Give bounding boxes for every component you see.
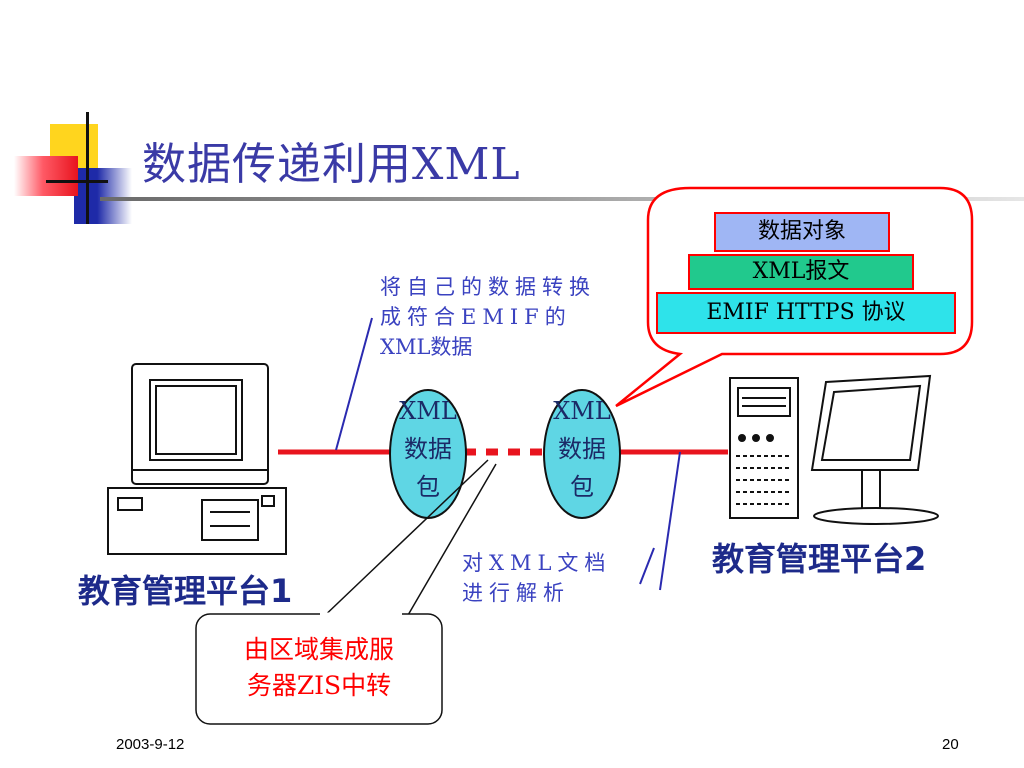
packet-right-label: XML 数据 包 [547, 392, 617, 506]
footer-page-number: 20 [942, 736, 959, 753]
zis-callout-line1: 由区域集成服 [243, 635, 394, 664]
convert-leader-line [335, 317, 373, 451]
title-underline [100, 197, 1024, 201]
convert-note-line2: 成符合EMIF的 [380, 305, 572, 329]
parse-note-line1: 对XML文档 [462, 551, 612, 575]
stack-layer-data-object: 数据对象 [714, 212, 890, 252]
parse-note-line2: 进行解析 [462, 581, 570, 605]
left-platform-label: 教育管理平台1 [78, 572, 293, 610]
zis-callout-tail-1 [317, 459, 489, 623]
packet-left-line3: 包 [416, 473, 440, 501]
right-server-icon [729, 377, 799, 519]
left-computer-icon [107, 363, 287, 555]
packet-right-shape [543, 389, 621, 519]
packet-left-label: XML 数据 包 [393, 392, 463, 506]
stack-layer-emif-https: EMIF HTTPS 协议 [656, 292, 956, 334]
zis-callout-line2: 务器ZIS中转 [246, 671, 392, 700]
right-platform-label: 教育管理平台2 [712, 540, 927, 578]
convert-note-line3: XML数据 [380, 335, 473, 359]
packet-right-line3: 包 [570, 473, 594, 501]
convert-note-line1: 将自己的数据转换 [380, 275, 596, 299]
right-monitor-icon [810, 374, 939, 525]
parse-note: 对XML文档 进行解析 [462, 548, 611, 608]
packet-right-line1: XML [553, 397, 611, 425]
footer-date: 2003-9-12 [116, 736, 185, 753]
stack-layer-xml-message: XML报文 [688, 254, 914, 290]
parse-leader-line [659, 451, 681, 591]
zis-callout-text: 由区域集成服 务器ZIS中转 [196, 632, 442, 704]
packet-left-line2: 数据 [404, 435, 452, 463]
parse-leader-line-2 [639, 547, 655, 585]
convert-note: 将自己的数据转换 成符合EMIF的 XML数据 [380, 272, 596, 362]
page-title: 数据传递利用XML [142, 139, 521, 190]
packet-left-line1: XML [399, 397, 457, 425]
zis-callout-tail-2 [403, 463, 497, 623]
zis-callout-shape [195, 613, 443, 725]
packet-right-line2: 数据 [558, 435, 606, 463]
